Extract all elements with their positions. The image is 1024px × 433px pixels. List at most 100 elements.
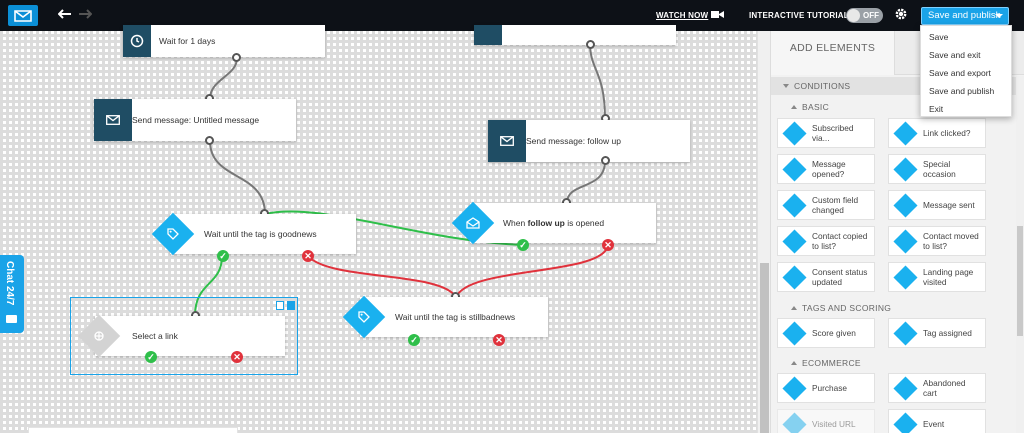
- node-label: Send message: follow up: [526, 136, 621, 146]
- link-icon: [782, 412, 807, 433]
- section-ecommerce[interactable]: ECOMMERCE: [771, 354, 1024, 372]
- user-edit-icon: [782, 193, 807, 218]
- node-label: When follow up is opened: [503, 218, 604, 228]
- selection-frame: [70, 297, 298, 375]
- envelope-open-icon: [451, 201, 495, 245]
- video-camera-icon[interactable]: [711, 10, 724, 21]
- node-label: Wait until the tag is stillbadnews: [395, 312, 516, 322]
- section-tags-scoring[interactable]: TAGS AND SCORING: [771, 299, 1024, 317]
- menu-item-save-and-publish[interactable]: Save and publish: [929, 86, 995, 96]
- no-cross-icon[interactable]: ✕: [602, 239, 614, 251]
- chat-bubble-icon: [6, 315, 17, 323]
- send-untitled-node[interactable]: Send message: Untitled message: [94, 99, 296, 141]
- send-followup-node[interactable]: Send message: follow up: [488, 120, 690, 162]
- yes-check-icon[interactable]: ✓: [517, 239, 529, 251]
- select-link-node[interactable]: Select a link: [95, 316, 285, 356]
- gear-icon[interactable]: [894, 7, 908, 23]
- toggle-state: OFF: [863, 11, 879, 20]
- element-score-given[interactable]: Score given: [777, 318, 875, 348]
- trash-icon[interactable]: [287, 301, 295, 310]
- tutorial-toggle[interactable]: OFF: [846, 8, 883, 23]
- yes-check-icon[interactable]: ✓: [145, 351, 157, 363]
- node-label: Wait for 1 days: [159, 36, 216, 46]
- arrow-circle-icon: [893, 229, 918, 254]
- logo-envelope-icon[interactable]: [8, 5, 38, 26]
- yes-check-icon[interactable]: ✓: [408, 334, 420, 346]
- no-cross-icon[interactable]: ✕: [493, 334, 505, 346]
- minimap-edge: [28, 427, 238, 433]
- watch-now-link[interactable]: WATCH NOW: [656, 11, 709, 20]
- tab-add-elements[interactable]: ADD ELEMENTS: [771, 31, 895, 75]
- when-opened-node[interactable]: When follow up is opened: [470, 203, 656, 243]
- wait-days-node[interactable]: Wait for 1 days: [123, 25, 325, 57]
- page-icon: [893, 265, 918, 290]
- tag-icon: [151, 212, 195, 256]
- collapse-icon: [791, 306, 797, 310]
- element-label: Visited URL: [812, 419, 856, 429]
- element-event[interactable]: Event: [888, 409, 986, 433]
- save-and-publish-button[interactable]: Save and publish: [921, 7, 1009, 25]
- chat-tab[interactable]: Chat 24/7: [0, 255, 24, 333]
- element-tag-assigned[interactable]: Tag assigned: [888, 318, 986, 348]
- element-message-sent[interactable]: Message sent: [888, 190, 986, 220]
- output-port[interactable]: [205, 136, 214, 145]
- element-visited-url[interactable]: Visited URL: [777, 409, 875, 433]
- canvas-scrollbar[interactable]: [757, 31, 770, 433]
- workflow-canvas[interactable]: Wait for 1 days Send message: Untitled m…: [0, 25, 770, 433]
- label-suffix: is opened: [564, 218, 605, 228]
- envelope-icon: [893, 193, 918, 218]
- scroll-thumb[interactable]: [760, 263, 769, 433]
- no-cross-icon[interactable]: ✕: [231, 351, 243, 363]
- checkbox-icon: [782, 265, 807, 290]
- section-basic[interactable]: BASIC: [771, 98, 1024, 116]
- section-label: CONDITIONS: [794, 81, 851, 91]
- element-label: Tag assigned: [923, 328, 972, 338]
- element-purchase[interactable]: Purchase: [777, 373, 875, 403]
- chevron-down-icon: [995, 14, 1003, 18]
- scroll-thumb[interactable]: [1017, 226, 1023, 336]
- clock-icon: [123, 25, 151, 57]
- envelope-icon: [488, 120, 526, 162]
- output-port[interactable]: [232, 53, 241, 62]
- chat-label: Chat 24/7: [4, 261, 15, 306]
- no-cross-icon[interactable]: ✕: [302, 250, 314, 262]
- menu-item-save-and-export[interactable]: Save and export: [929, 68, 991, 78]
- menu-item-save-and-exit[interactable]: Save and exit: [929, 50, 981, 60]
- star-icon: [782, 321, 807, 346]
- undo-icon[interactable]: [57, 8, 72, 23]
- tag-icon: [342, 295, 386, 339]
- copy-icon[interactable]: [276, 301, 284, 310]
- element-label: Score given: [812, 328, 856, 338]
- publish-dropdown-menu: Save Save and exit Save and export Save …: [920, 25, 1012, 117]
- element-link-clicked[interactable]: Link clicked?: [888, 118, 986, 148]
- partial-node[interactable]: [474, 25, 676, 45]
- wait-stillbad-node[interactable]: Wait until the tag is stillbadnews: [360, 297, 548, 337]
- toggle-knob: [847, 9, 860, 22]
- user-icon: [782, 121, 807, 146]
- element-label: Link clicked?: [923, 128, 971, 138]
- envelope-open-icon: [782, 157, 807, 182]
- redo-icon[interactable]: [78, 8, 93, 23]
- panel-scrollbar[interactable]: [1016, 76, 1024, 433]
- menu-item-save[interactable]: Save: [929, 32, 949, 42]
- output-port[interactable]: [586, 40, 595, 49]
- collapse-icon: [791, 361, 797, 365]
- wait-goodnews-node[interactable]: Wait until the tag is goodnews: [170, 214, 356, 254]
- menu-item-exit[interactable]: Exit: [929, 104, 944, 114]
- output-port[interactable]: [601, 156, 610, 165]
- section-label: ECOMMERCE: [802, 358, 861, 368]
- yes-check-icon[interactable]: ✓: [217, 250, 229, 262]
